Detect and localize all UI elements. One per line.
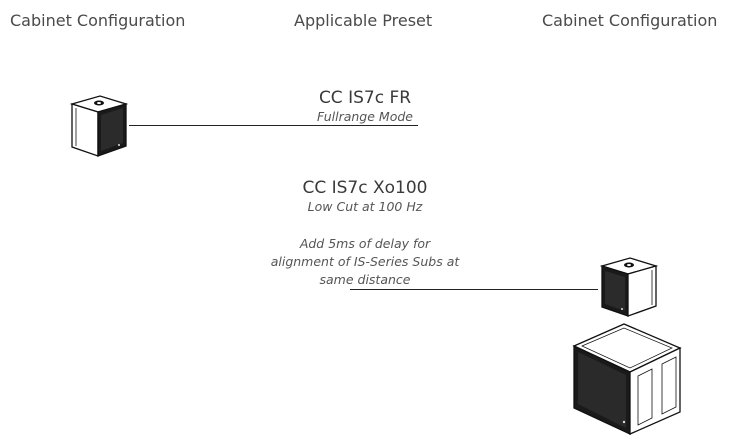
right-column-header: Cabinet Configuration <box>542 11 718 30</box>
preset-description-fullrange: Fullrange Mode <box>317 109 413 124</box>
delay-note-line: same distance <box>319 272 411 287</box>
preset-name-xo100: CC IS7c Xo100 <box>302 178 428 198</box>
delay-note-line: alignment of IS-Series Subs at <box>270 254 460 269</box>
delay-note-line: Add 5ms of delay for <box>299 236 431 251</box>
is7c-cabinet-icon <box>69 95 129 157</box>
preset-name-fullrange: CC IS7c FR <box>318 88 412 108</box>
delay-note: Add 5ms of delay for alignment of IS-Ser… <box>250 235 480 289</box>
preset-description-xo100: Low Cut at 100 Hz <box>307 199 423 214</box>
center-column-header: Applicable Preset <box>294 11 433 30</box>
subwoofer-cabinet-icon <box>572 323 682 436</box>
is7c-cabinet-icon <box>599 257 659 317</box>
left-column-header: Cabinet Configuration <box>10 11 186 30</box>
